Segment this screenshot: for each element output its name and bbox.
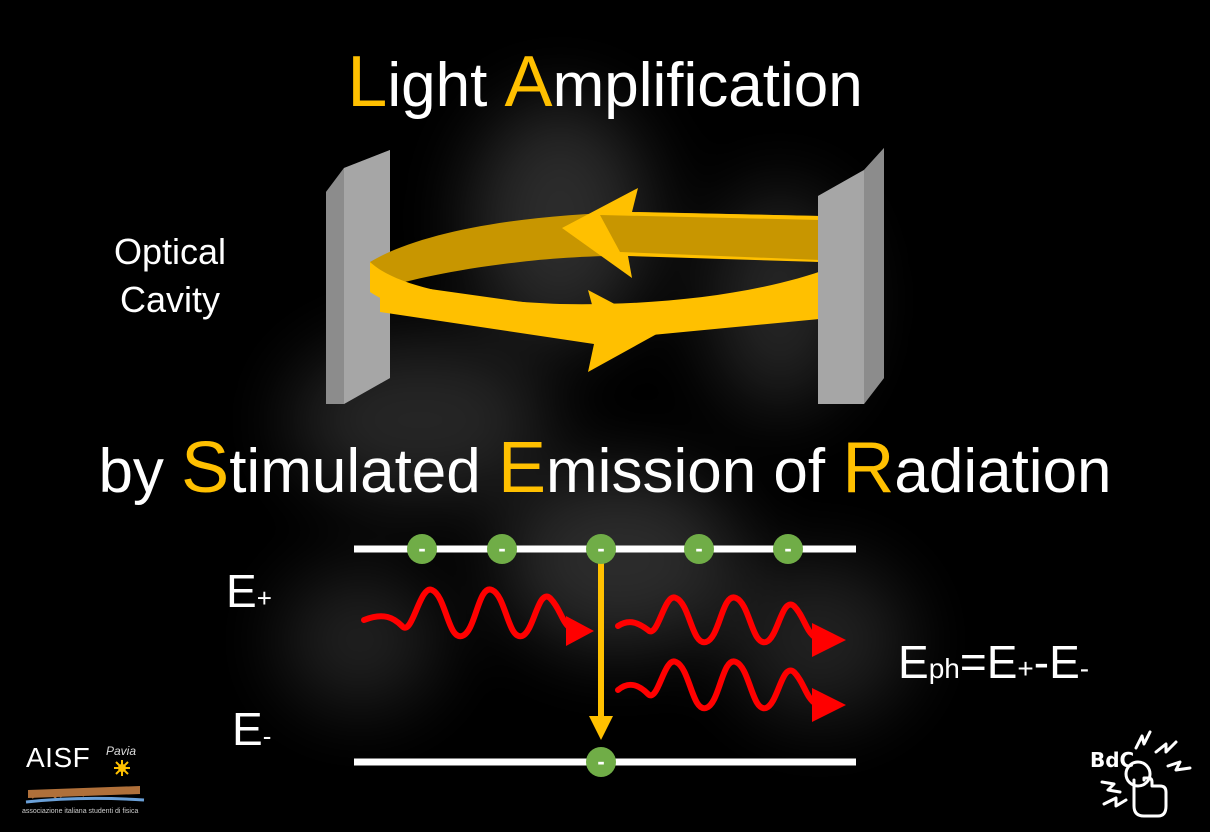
initial-e: E bbox=[498, 428, 547, 508]
eq-minus: - bbox=[1033, 636, 1050, 688]
electron: - bbox=[773, 534, 803, 564]
outgoing-photon-lower bbox=[615, 658, 846, 722]
upper-level-symbol: E bbox=[226, 565, 257, 617]
initial-r: R bbox=[842, 428, 895, 508]
title-word-light: ight bbox=[387, 51, 505, 120]
title-light-amplification: Light Amplification bbox=[0, 42, 1210, 126]
svg-text:-: - bbox=[597, 536, 604, 561]
touch-hand-icon bbox=[1100, 730, 1192, 818]
eq-term1: E bbox=[986, 636, 1018, 688]
upper-level-label: E+ bbox=[226, 566, 272, 623]
eq-lhs: E bbox=[898, 636, 929, 688]
eq-term2: E bbox=[1049, 636, 1080, 688]
title-word-radiation: adiation bbox=[894, 437, 1112, 506]
title-word-stimulated: timulated bbox=[229, 437, 498, 506]
electron-lower: - bbox=[586, 747, 616, 777]
electron: - bbox=[684, 534, 714, 564]
electron: - bbox=[487, 534, 517, 564]
bdc-logo: BdC bbox=[1078, 726, 1198, 822]
aisf-bridge-icon bbox=[25, 760, 145, 804]
initial-l: L bbox=[347, 42, 388, 122]
svg-text:-: - bbox=[784, 536, 791, 561]
outgoing-photon-upper bbox=[615, 594, 846, 657]
electron: - bbox=[407, 534, 437, 564]
upper-level-sign: + bbox=[256, 583, 272, 613]
initial-s: S bbox=[181, 428, 230, 508]
lower-level-symbol: E bbox=[232, 703, 263, 755]
title-word-by: by bbox=[98, 437, 182, 506]
lower-level-label: E- bbox=[232, 704, 271, 761]
title-stimulated-emission: by Stimulated Emission of Radiation bbox=[0, 428, 1210, 512]
cavity-label-line2: Cavity bbox=[119, 279, 221, 320]
title-word-amplification: mplification bbox=[552, 51, 863, 120]
svg-text:-: - bbox=[418, 536, 425, 561]
transition-arrow bbox=[589, 556, 613, 740]
incoming-photon bbox=[361, 586, 594, 646]
electron: - bbox=[586, 534, 616, 564]
svg-text:-: - bbox=[597, 749, 604, 774]
lower-level-sign: - bbox=[262, 721, 272, 751]
eq-term2-sub: - bbox=[1079, 653, 1090, 684]
photon-energy-equation: Eph=E+-E- bbox=[898, 632, 1089, 699]
eq-lhs-sub: ph bbox=[928, 653, 960, 684]
cavity-label-line1: Optical bbox=[113, 231, 227, 272]
eq-sign: = bbox=[959, 636, 987, 688]
eq-term1-sub: + bbox=[1017, 653, 1034, 684]
initial-a: A bbox=[504, 42, 553, 122]
aisf-logo-name: AISF bbox=[26, 742, 91, 773]
lower-arrow-head bbox=[380, 282, 664, 372]
aisf-logo: AISF Pavia associazione italiana student… bbox=[22, 742, 148, 822]
right-mirror bbox=[818, 148, 884, 404]
upper-arrow-head bbox=[562, 188, 820, 278]
svg-text:-: - bbox=[498, 536, 505, 561]
svg-text:-: - bbox=[695, 536, 702, 561]
left-mirror bbox=[326, 150, 390, 404]
aisf-logo-tagline: associazione italiana studenti di fisica bbox=[22, 808, 139, 815]
title-word-emission: mission of bbox=[546, 437, 843, 506]
optical-cavity-label: Optical Cavity bbox=[70, 228, 270, 324]
aisf-logo-city: Pavia bbox=[106, 744, 137, 758]
